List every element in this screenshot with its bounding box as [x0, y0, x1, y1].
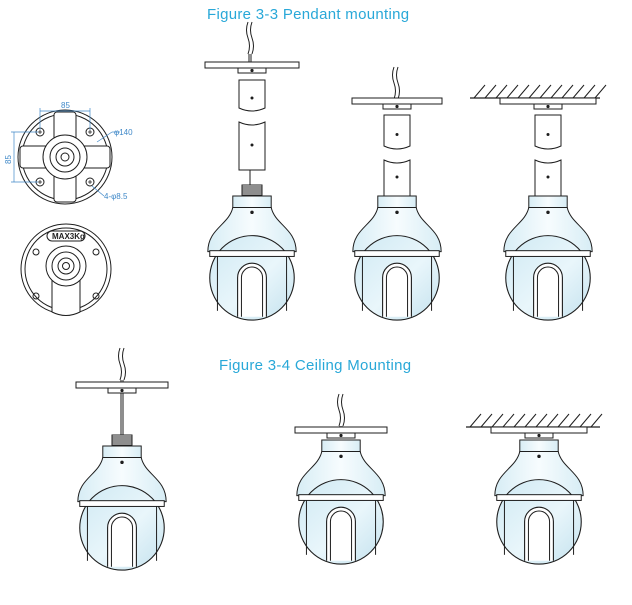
dimension-outer-diameter: φ140: [114, 128, 133, 137]
ceiling-assembly-1: [75, 347, 169, 571]
max-load-badge: MAX3Kg: [52, 232, 85, 241]
mount-plate-bottom-view: [20, 223, 112, 316]
pendant-mounting-caption: Figure 3-3 Pendant mounting: [207, 6, 410, 23]
ceiling-assembly-3: [466, 413, 603, 565]
ceiling-assembly-2: [294, 393, 388, 565]
ceiling-mounting-caption: Figure 3-4 Ceiling Mounting: [219, 357, 412, 374]
mount-plate-top-view: [17, 109, 113, 205]
pendant-assembly-3: [470, 84, 607, 321]
dimension-width: 85: [61, 101, 70, 110]
pendant-assembly-1: [204, 21, 300, 321]
dimension-holes: 4-φ8.5: [104, 192, 128, 201]
dimension-height: 85: [4, 155, 13, 164]
pendant-assembly-2: [351, 66, 443, 321]
dimension-lines: [11, 108, 120, 197]
